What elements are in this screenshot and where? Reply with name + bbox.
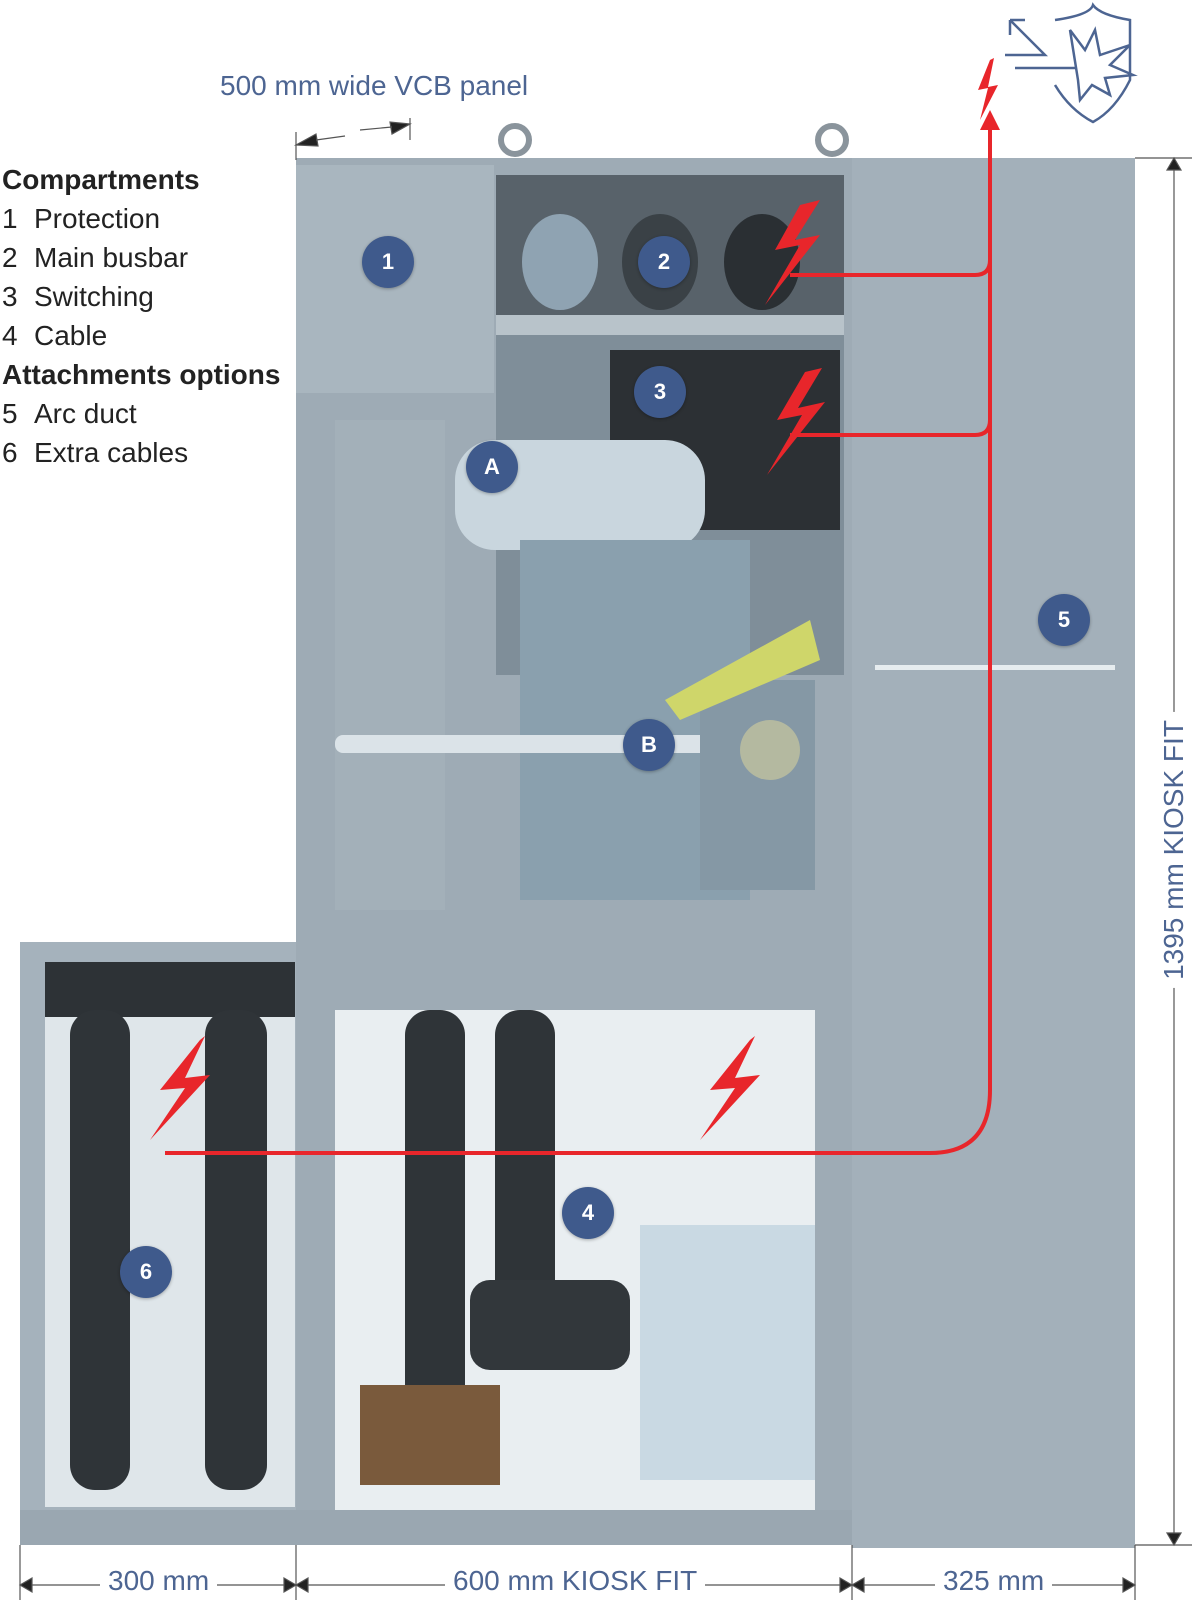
arc-duct (852, 158, 1135, 1548)
badge-a: A (466, 441, 518, 493)
badge-extra-cables: 6 (120, 1246, 172, 1298)
badge-busbar: 2 (638, 236, 690, 288)
attachments-heading: Attachments options (2, 359, 281, 390)
dim-center: 600 mm KIOSK FIT (445, 1565, 706, 1597)
compartments-heading: Compartments (2, 164, 200, 195)
badge-switching: 3 (634, 366, 686, 418)
dim-left: 300 mm (100, 1565, 218, 1597)
dim-height: 1395 mm KIOSK FIT (1158, 712, 1190, 988)
badge-arc-duct: 5 (1038, 594, 1090, 646)
lightning-bolt-icon (150, 58, 998, 1140)
arc-protection-shield-icon (1005, 2, 1138, 124)
arc-gas-path (165, 130, 992, 1155)
dim-right: 325 mm (935, 1565, 1053, 1597)
badge-protection: 1 (362, 236, 414, 288)
lifting-eye (815, 123, 849, 157)
panel-width-label: 500 mm wide VCB panel (220, 70, 529, 101)
badge-b: B (623, 719, 675, 771)
badge-cable: 4 (562, 1187, 614, 1239)
lifting-eye (498, 123, 532, 157)
